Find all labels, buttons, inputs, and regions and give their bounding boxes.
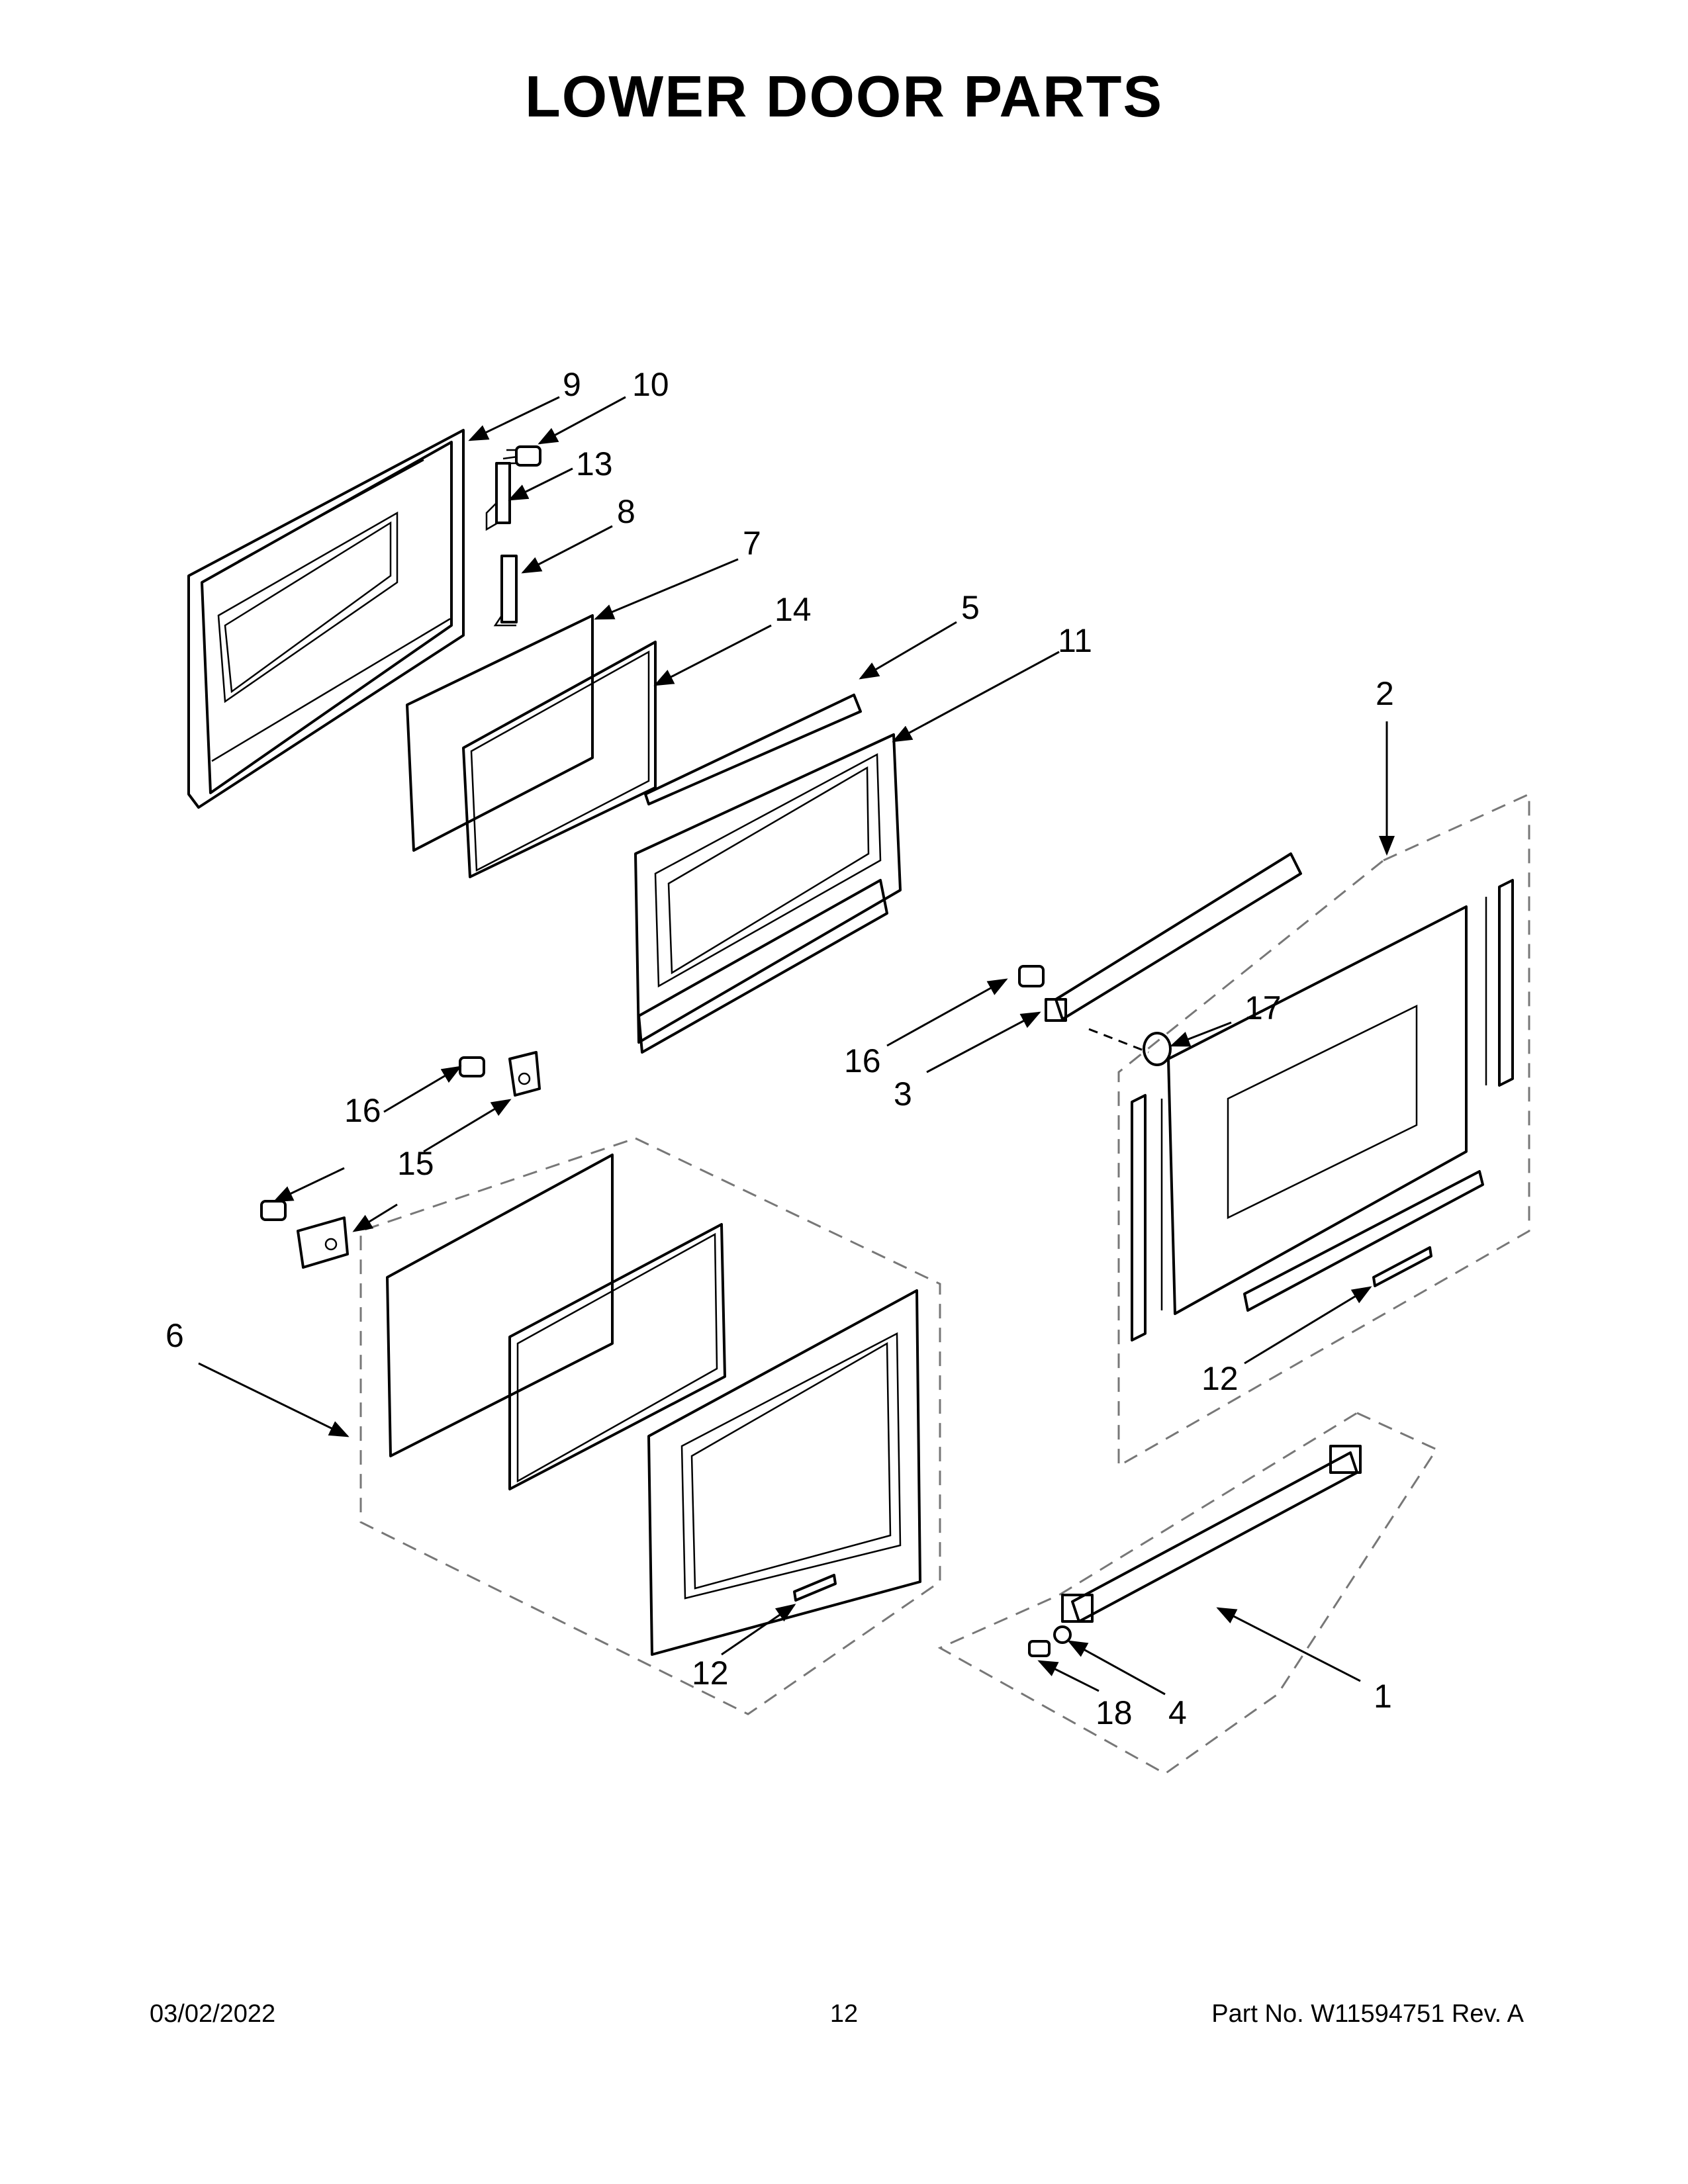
callout-4: 4 <box>1168 1694 1187 1731</box>
callout-8: 8 <box>617 493 635 530</box>
handle-spacer <box>1053 1625 1072 1644</box>
outer-door-boundary <box>1117 792 1530 1468</box>
callout-13: 13 <box>576 445 613 482</box>
hinge-block-lower <box>297 1216 349 1269</box>
page-title: LOWER DOOR PARTS <box>524 64 1164 129</box>
callout-16-right: 16 <box>844 1042 881 1079</box>
hinge-screw-right <box>1018 965 1045 987</box>
callout-5: 5 <box>961 589 980 626</box>
screw-upper <box>459 1056 485 1077</box>
footer-page-number: 12 <box>829 2000 859 2028</box>
callout-15: 15 <box>397 1145 434 1182</box>
callout-2: 2 <box>1376 675 1394 712</box>
bottom-trim <box>1243 1170 1484 1312</box>
door-latch-part <box>493 555 518 627</box>
handle-bar-top <box>1045 852 1302 1022</box>
nameplate-badge <box>1372 1246 1432 1287</box>
lower-glass-panel <box>386 1154 614 1457</box>
lower-badge <box>793 1574 837 1602</box>
hinge-block-upper <box>508 1051 541 1097</box>
lower-door-boundary <box>359 1137 941 1715</box>
callout-9: 9 <box>563 366 581 403</box>
handle-boundary <box>937 1412 1438 1775</box>
callout-17: 17 <box>1244 989 1282 1026</box>
glass-panel-small <box>406 614 594 852</box>
outer-glass-panel <box>1167 905 1468 1315</box>
handle-screw <box>1028 1640 1051 1657</box>
callout-14: 14 <box>774 591 812 628</box>
callout-7: 7 <box>743 525 761 562</box>
lower-gasket <box>508 1223 726 1490</box>
outer-door-panel <box>647 1289 921 1656</box>
callout-3: 3 <box>894 1075 912 1113</box>
side-trim-left <box>1131 1094 1163 1342</box>
leader-lines <box>198 396 1395 1696</box>
door-handle <box>1061 1445 1362 1623</box>
callout-16-left: 16 <box>344 1092 381 1129</box>
callout-10: 10 <box>632 366 669 403</box>
inner-door-panel <box>187 429 465 809</box>
door-inner-liner <box>634 733 902 1054</box>
footer-part-number: Part No. W11594751 Rev. A <box>1211 2000 1524 2028</box>
door-channel-top <box>644 694 862 805</box>
callout-18: 18 <box>1096 1694 1133 1731</box>
callout-12-right: 12 <box>1201 1360 1239 1397</box>
footer-date: 03/02/2022 <box>150 2000 276 2028</box>
washer-disc <box>1143 1032 1172 1066</box>
callout-11: 11 <box>1058 622 1092 659</box>
callout-6: 6 <box>165 1317 184 1354</box>
side-trim-right <box>1485 879 1514 1087</box>
glass-frame-gasket <box>462 641 657 878</box>
door-hinge-bracket <box>485 462 511 531</box>
callout-12-left: 12 <box>692 1655 729 1692</box>
screw-lower <box>260 1200 287 1221</box>
hinge-screw <box>502 445 541 467</box>
callout-1: 1 <box>1374 1678 1392 1715</box>
